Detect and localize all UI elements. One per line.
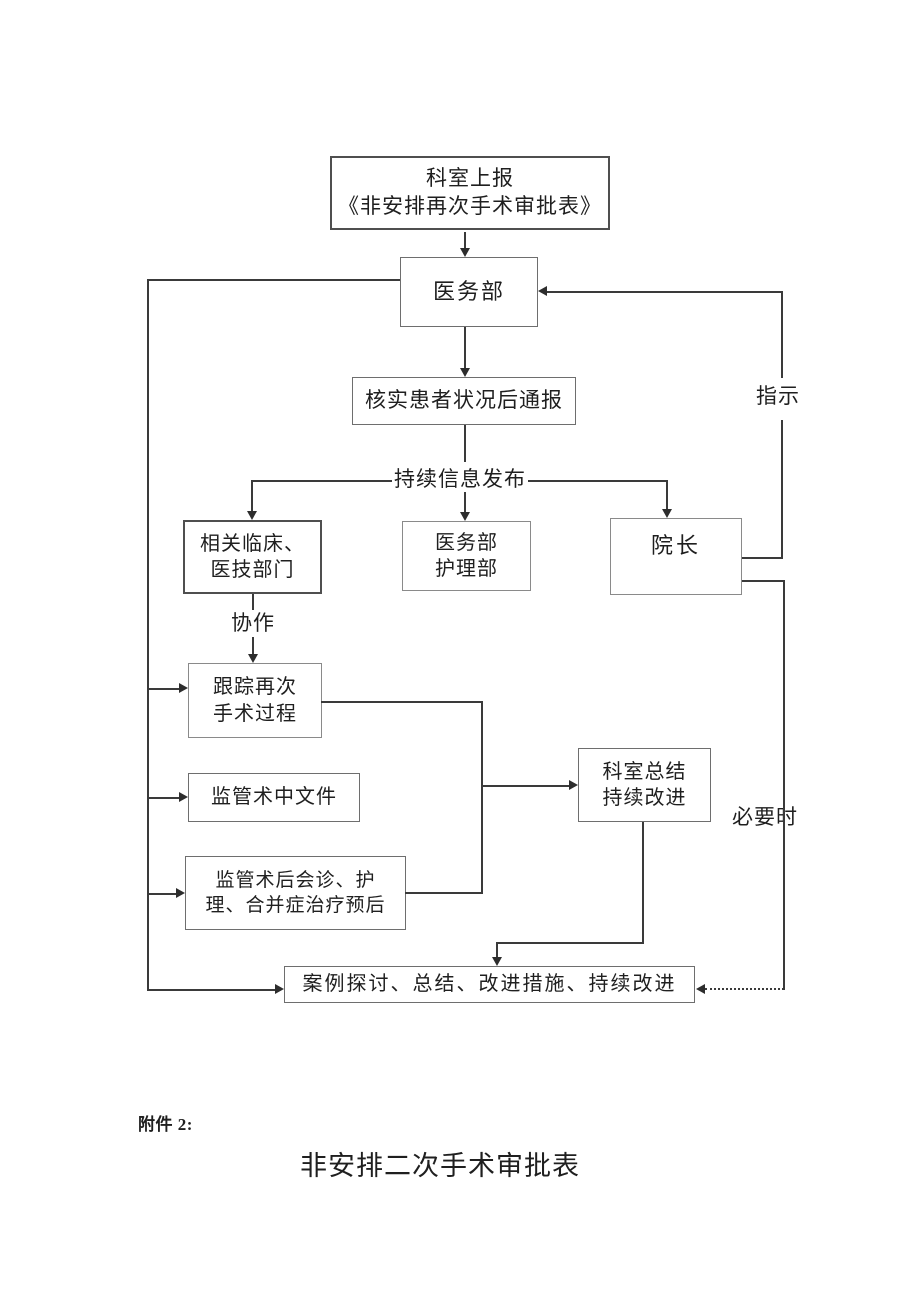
- connector-necessary-dotted: [705, 988, 784, 990]
- node-track-line1: 跟踪再次: [213, 676, 297, 699]
- connector-track-right: [321, 701, 483, 703]
- flowchart-node-case-review: 案例探讨、总结、改进措施、持续改进: [284, 966, 695, 1003]
- flowchart-node-monitor-post: 监管术后会诊、护 理、合并症治疗预后: [185, 856, 406, 930]
- connector-clinical-to-cooperate: [252, 594, 254, 610]
- flowchart-node-med-nursing: 医务部 护理部: [402, 521, 531, 591]
- flowchart-node-president: 院长: [610, 518, 742, 595]
- connector-to-clinical: [251, 480, 253, 512]
- connector-rail-to-casereview: [148, 989, 275, 991]
- connector-to-president: [666, 480, 668, 510]
- arrowhead-rail-monitordocs: [179, 792, 188, 802]
- arrowhead-rail-casereview: [275, 984, 284, 994]
- flowchart-node-monitor-docs: 监管术中文件: [188, 773, 360, 822]
- connector-monitorpost-right: [405, 892, 483, 894]
- node-dept-summary-line2: 持续改进: [602, 787, 687, 809]
- node-president-label: 院长: [650, 533, 701, 558]
- node-med-nursing-line1: 医务部: [435, 531, 498, 554]
- flowchart-node-verify: 核实患者状况后通报: [352, 377, 576, 425]
- arrowhead-into-clinical: [247, 511, 257, 520]
- arrowhead-into-deptsummary: [569, 780, 578, 790]
- connector-inforelease-left: [252, 480, 392, 482]
- node-medical-dept-label: 医务部: [432, 279, 505, 305]
- edge-label-instruct: 指示: [756, 384, 800, 408]
- connector-rail-to-monitordocs: [148, 797, 179, 799]
- connector-necessary-rail: [783, 580, 785, 990]
- connector-rail-to-track: [148, 688, 179, 690]
- arrowhead-rail-monitorpost: [176, 888, 185, 898]
- arrowhead-into-track: [248, 654, 258, 663]
- connector-meddept-to-verify: [464, 327, 466, 369]
- connector-rail-to-monitorpost: [148, 893, 176, 895]
- flowchart-node-dept-summary: 科室总结 持续改进: [578, 748, 711, 822]
- arrowhead-into-casereview-top: [492, 957, 502, 966]
- arrowhead-into-mednursing: [460, 512, 470, 521]
- connector-instruct-top: [547, 291, 783, 293]
- edge-label-info-release: 持续信息发布: [394, 467, 526, 491]
- edge-label-when-necessary: 必要时: [731, 805, 799, 831]
- flowchart-node-medical-dept: 医务部: [400, 257, 538, 327]
- node-med-nursing-line2: 护理部: [435, 558, 498, 580]
- attachment-label: 附件 2:: [138, 1115, 193, 1134]
- connector-collector-to-summary: [481, 785, 569, 787]
- node-clinical-line1: 相关临床、: [200, 532, 305, 555]
- connector-meddept-left-stub: [148, 279, 400, 281]
- connector-summary-into-casereview: [496, 942, 498, 958]
- connector-president-right-stub: [742, 557, 783, 559]
- connector-instruct-upper: [781, 291, 783, 378]
- node-report-line1: 科室上报: [426, 166, 514, 191]
- node-case-review-label: 案例探讨、总结、改进措施、持续改进: [302, 973, 677, 996]
- node-report-line2: 《非安排再次手术审批表》: [338, 194, 602, 218]
- arrowhead-into-casereview-right: [696, 984, 705, 994]
- node-monitor-docs-label: 监管术中文件: [211, 786, 337, 809]
- edge-label-cooperate: 协作: [231, 611, 275, 635]
- connector-summary-step: [496, 942, 644, 944]
- connector-summary-down: [642, 822, 644, 944]
- connector-report-to-meddept: [464, 232, 466, 249]
- node-monitor-post-line2: 理、合并症治疗预后: [205, 895, 386, 916]
- connector-president-lower-stub: [742, 580, 785, 582]
- flowchart-node-clinical: 相关临床、 医技部门: [183, 520, 322, 594]
- node-dept-summary-line1: 科室总结: [602, 760, 687, 783]
- arrowhead-into-meddept-right: [538, 286, 547, 296]
- connector-to-mednursing: [464, 492, 466, 513]
- arrowhead-into-verify: [460, 368, 470, 377]
- flowchart-node-track: 跟踪再次 手术过程: [188, 663, 322, 738]
- connector-collector-rail: [481, 701, 483, 894]
- arrowhead-into-meddept: [460, 248, 470, 257]
- node-monitor-post-line1: 监管术后会诊、护: [215, 869, 376, 891]
- connector-verify-to-inforelease: [464, 425, 466, 462]
- connector-instruct-lower: [781, 420, 783, 558]
- bottom-document-title: 非安排二次手术审批表: [300, 1151, 580, 1181]
- arrowhead-into-president: [662, 509, 672, 518]
- arrowhead-rail-track: [179, 683, 188, 693]
- connector-inforelease-right: [528, 480, 668, 482]
- node-track-line2: 手术过程: [213, 702, 297, 725]
- connector-cooperate-to-track: [252, 637, 254, 655]
- node-verify-label: 核实患者状况后通报: [365, 388, 563, 413]
- node-clinical-line2: 医技部门: [210, 559, 295, 581]
- connector-left-rail: [147, 279, 149, 991]
- flowchart-node-report: 科室上报 《非安排再次手术审批表》: [330, 156, 610, 230]
